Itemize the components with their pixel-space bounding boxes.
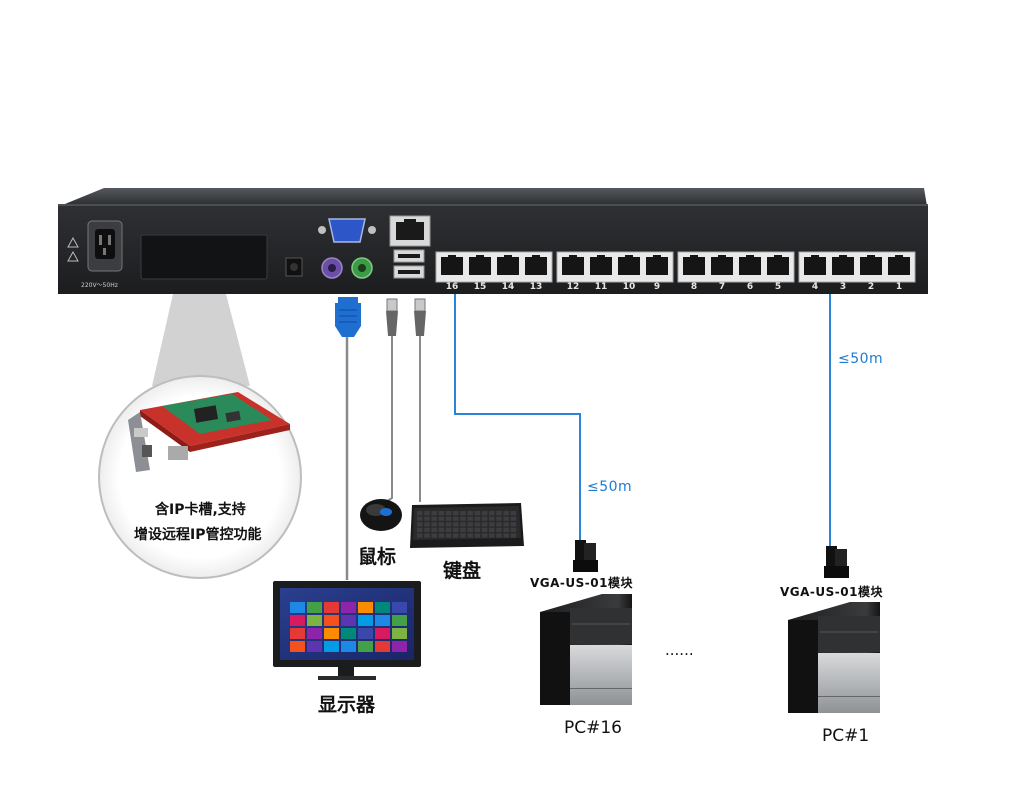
kvm-switch-chassis [58, 188, 928, 294]
distance-label-pc16: ≤50m [587, 479, 633, 495]
vga-us-01-module-pc16 [573, 540, 598, 572]
port-number-16: 16 [445, 282, 459, 292]
rj45-port-10 [618, 257, 640, 275]
port-number-9: 9 [653, 282, 661, 292]
vga-port [318, 218, 376, 243]
power-rating-label: 220V～50Hz [81, 282, 118, 289]
vga-us-01-module-pc1 [824, 546, 849, 578]
pc16-tower [540, 594, 632, 705]
rj45-port-15 [469, 257, 491, 275]
rj45-port-2 [860, 257, 882, 275]
module-label-pc1: VGA-US-01模块 [780, 585, 883, 599]
ip-card-image [128, 392, 290, 472]
rj45-port-13 [525, 257, 547, 275]
port-number-13: 13 [529, 282, 543, 292]
port-number-15: 15 [473, 282, 487, 292]
callout-line-2: 增设远程IP管控功能 [134, 527, 262, 543]
vga-plug-icon [335, 297, 361, 337]
mouse-image [360, 499, 402, 531]
monitor-image [273, 581, 421, 680]
warning-icon [67, 236, 79, 248]
pc16-label: PC#16 [564, 718, 622, 738]
rj45-port-1 [888, 257, 910, 275]
rj45-port-7 [711, 257, 733, 275]
callout-line-1: 含IP卡槽,支持 [155, 502, 246, 518]
keyboard-image [410, 503, 524, 548]
ellipsis: ...... [665, 641, 694, 659]
pc1-label: PC#1 [822, 726, 870, 746]
port-number-4: 4 [811, 282, 819, 292]
port-number-14: 14 [501, 282, 515, 292]
pc1-tower [788, 602, 880, 713]
mouse-label: 鼠标 [358, 546, 397, 568]
rj45-port-8 [683, 257, 705, 275]
port-number-8: 8 [690, 282, 698, 292]
ip-card-callout [98, 294, 302, 579]
port-number-11: 11 [594, 282, 608, 292]
module-label-pc16: VGA-US-01模块 [530, 576, 633, 590]
chassis-top-panel [60, 188, 927, 206]
distance-label-pc1: ≤50m [838, 351, 884, 367]
port-number-3: 3 [839, 282, 847, 292]
monitor-label: 显示器 [318, 694, 376, 716]
rj45-port-3 [832, 257, 854, 275]
usb-plug-icon [414, 298, 426, 336]
port-number-5: 5 [774, 282, 782, 292]
port-number-10: 10 [622, 282, 636, 292]
rj45-port-5 [767, 257, 789, 275]
rj45-port-11 [590, 257, 612, 275]
port-number-2: 2 [867, 282, 875, 292]
rj45-port-12 [562, 257, 584, 275]
lan-port [389, 215, 431, 247]
port-number-12: 12 [566, 282, 580, 292]
port-number-6: 6 [746, 282, 754, 292]
rj45-port-4 [804, 257, 826, 275]
cable-port16-to-pc16 [454, 294, 581, 542]
mouse-cable [382, 336, 393, 505]
warning-icon [67, 250, 79, 262]
rj45-port-16 [441, 257, 463, 275]
rj45-port-14 [497, 257, 519, 275]
rj45-ports [441, 255, 910, 275]
keyboard-label: 键盘 [443, 560, 482, 582]
ip-card-slot [140, 234, 268, 280]
power-inlet [67, 220, 123, 272]
rj45-port-6 [739, 257, 761, 275]
rj45-port-9 [646, 257, 668, 275]
port-number-7: 7 [718, 282, 726, 292]
port-number-1: 1 [895, 282, 903, 292]
usb-plug-icon [386, 298, 398, 336]
